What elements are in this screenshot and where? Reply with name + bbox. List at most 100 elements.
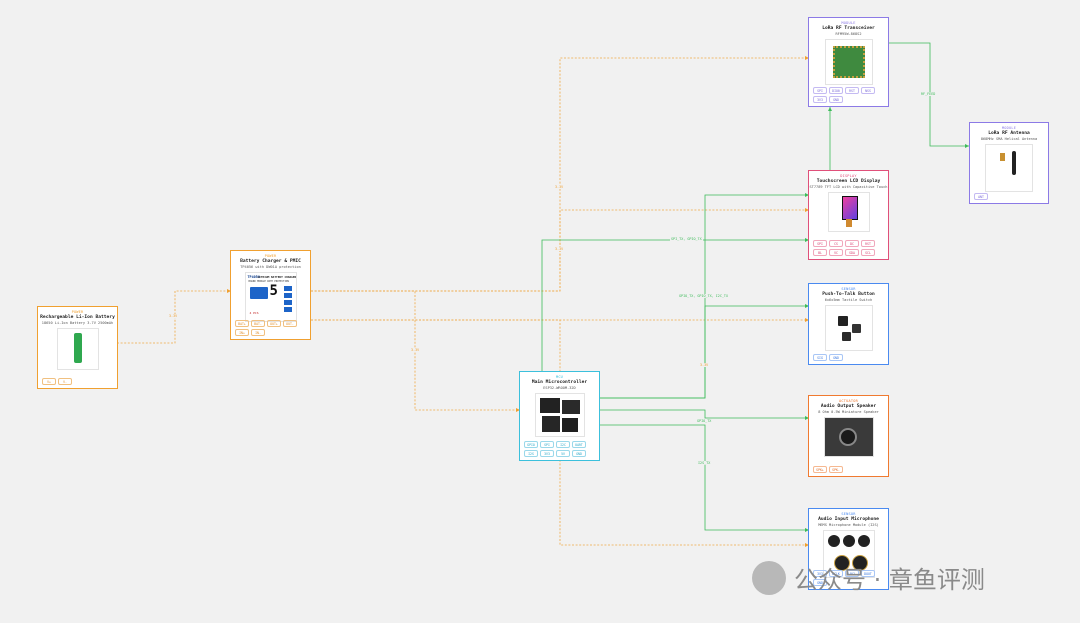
wire-label: GPIO_TX [696,419,713,423]
wire-mcu-mic [599,424,809,531]
pin-tag: GND [572,450,586,457]
pin-tag: DOUT [861,570,875,577]
arrow-head [227,289,231,293]
pin-list: SIG GND [813,354,884,361]
node-title: LoRa RF Transceiver [822,26,875,31]
node-subtitle: 18650 Li-Ion Battery 3.7V 2500mAh [41,321,114,325]
pin-tag: UART [572,441,586,448]
node-category: POWER [264,254,277,258]
pin-tag: GND [813,579,827,586]
tactile-switch-icon [841,332,851,341]
speaker-image [823,417,874,457]
arrow-head [805,193,809,197]
node-subtitle: MEMS Microphone Module (I2S) [818,523,879,527]
node-category: MODULE [1001,126,1017,130]
node-lora[interactable]: MODULE LoRa RF Transceiver RFM95W-868S2 … [808,17,889,107]
pin-tag: NSS [861,87,875,94]
antenna-image [985,144,1033,192]
wire-label: 3.3V [699,363,710,367]
node-category: MCU [555,375,564,379]
pin-tag: SPK- [829,466,843,473]
pin-list: ANT [974,193,1044,200]
pin-tag: OUT+ [267,320,281,327]
arrow-head [805,528,809,532]
pin-tag: LRCL [845,570,859,577]
wire-mcu-button [599,305,809,399]
pin-tag: 3V3 [813,96,827,103]
pin-tag: ANT [974,193,988,200]
arrow-head [965,144,969,148]
pin-tag: CS [829,240,843,247]
charger-count-label: 5 [269,283,278,299]
node-charger[interactable]: POWER Battery Charger & PMIC TP4056 with… [230,250,311,340]
pin-tag: IN- [251,329,265,336]
pin-tag: RST [861,240,875,247]
lora-image [824,39,873,85]
node-subtitle: ESP32-WROOM-32D [543,386,576,390]
mcu-board-icon [561,418,578,432]
pin-tag: SPI [813,240,827,247]
mcu-image [534,393,585,437]
charger-board-icon [249,287,268,299]
pin-tag: SDA [845,249,859,256]
pin-tag: BAT- [251,320,265,327]
pin-list: 3V3 BCLK LRCL DOUT GND [813,570,884,586]
node-subtitle: 8 Ohm 0.5W Miniature Speaker [818,410,879,414]
node-display[interactable]: DISPLAY Touchscreen LCD Display ST7789 T… [808,170,889,260]
wire-label: 3.3V [554,185,565,189]
wire-label: RF_FEED [920,92,937,96]
wire-label: I2S_TX [697,461,712,465]
watermark: 公众号 · 章鱼评测 [752,560,985,595]
arrow-head [805,238,809,242]
node-category: SENSOR [841,287,856,291]
node-subtitle: TP4056 with DW01A protection [240,265,301,269]
wire-label: 3.3V [410,348,421,352]
node-title: Audio Output Speaker [820,404,877,409]
pin-tag: GPIO [524,441,538,448]
pin-list: SPI CS DC RST BL VC SDA SCL [813,240,884,256]
pin-tag: I2C [556,441,570,448]
pin-tag: 3V3 [540,450,554,457]
node-button[interactable]: SENSOR Push-To-Talk Button 6x6x5mm Tacti… [808,283,889,365]
node-antenna[interactable]: MODULE LoRa RF Antenna 868MHz SMA Helica… [969,122,1049,204]
mic-board-icon [857,535,870,547]
node-mcu[interactable]: MCU Main Microcontroller ESP32-WROOM-32D… [519,371,600,461]
node-title: Main Microcontroller [531,380,588,385]
pin-tag: BL [813,249,827,256]
pin-tag: V- [58,378,72,385]
pin-tag: IN+ [235,329,249,336]
charger-line-label: LITHIUM BATTERY CHARGER [257,275,297,279]
pin-tag: RST [845,87,859,94]
node-title: Rechargeable Li-Ion Battery [40,315,115,320]
antenna-connector-icon [1000,153,1005,161]
pin-tag: DIO0 [829,87,843,94]
pin-tag: 5V [556,450,570,457]
node-mic[interactable]: SENSOR Audio Input Microphone MEMS Micro… [808,508,889,590]
mcu-board-icon [539,398,560,413]
node-title: Battery Charger & PMIC [240,259,301,264]
mic-board-icon [851,555,868,571]
watermark-text: 公众号 · 章鱼评测 [794,566,985,594]
wechat-icon [752,560,786,595]
pin-tag: VC [829,249,843,256]
charger-pcs-label: 4 PCS [249,311,259,315]
pin-tag: GND [829,354,843,361]
node-battery[interactable]: POWER Rechargeable Li-Ion Battery 18650 … [37,306,118,389]
node-category: POWER [71,310,84,314]
pin-list: SPI DIO0 RST NSS 3V3 GND [813,87,884,103]
node-subtitle: RFM95W-868S2 [835,32,862,36]
pin-tag: BCLK [829,570,843,577]
tactile-switch-icon [837,316,848,326]
node-category: ACTUATOR [839,399,858,403]
node-speaker[interactable]: ACTUATOR Audio Output Speaker 8 Ohm 0.5W… [808,395,889,477]
battery-image [56,328,99,370]
arrow-head [805,318,809,322]
pin-tag: SPI [540,441,554,448]
arrow-head [805,304,809,308]
node-category: DISPLAY [840,174,857,178]
node-category: SENSOR [841,512,856,516]
arrow-head [805,416,809,420]
speaker-icon [838,428,857,446]
pin-tag: DC [845,240,859,247]
